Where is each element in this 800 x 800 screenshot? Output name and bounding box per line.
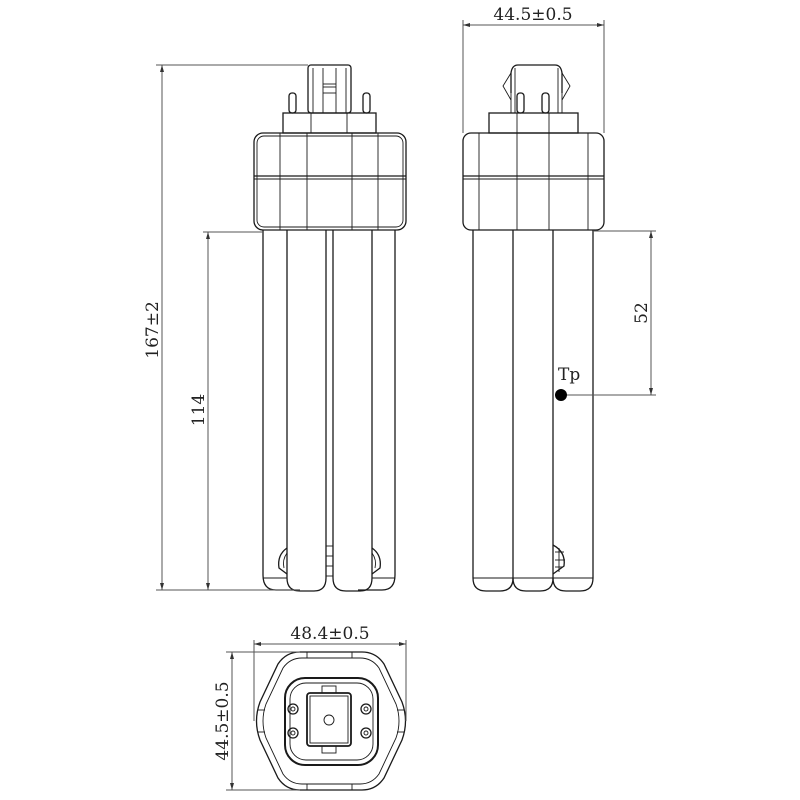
dimension-tube-length: 114 (189, 231, 263, 590)
base-pin-holes (287, 703, 372, 739)
svg-text:44.5±0.5: 44.5±0.5 (213, 681, 233, 760)
svg-text:167±2: 167±2 (143, 301, 163, 359)
svg-text:114: 114 (189, 394, 209, 426)
svg-text:52: 52 (632, 302, 652, 324)
front-base (253, 132, 407, 231)
side-pin-right (541, 92, 550, 114)
side-cap (488, 112, 579, 134)
dimension-base-width: 48.4±0.5 (253, 624, 407, 721)
test-point-label: Tp (558, 365, 580, 385)
base-key-square (306, 692, 352, 747)
front-cap (282, 112, 377, 134)
base-hexagon-outer (255, 651, 407, 791)
base-hexagon-inner (262, 657, 400, 785)
front-plug (307, 64, 352, 114)
dimension-side-width: 44.5±0.5 (462, 5, 605, 133)
side-base (462, 132, 605, 231)
bottom-view (255, 651, 407, 791)
svg-text:44.5±0.5: 44.5±0.5 (493, 5, 572, 25)
side-plug (502, 64, 571, 113)
front-pin-right (362, 92, 371, 114)
side-pin-left (516, 92, 525, 114)
svg-text:48.4±0.5: 48.4±0.5 (290, 624, 369, 644)
base-socket-outer (284, 677, 379, 766)
side-view: Tp (462, 64, 605, 592)
base-center-hole (323, 714, 335, 726)
front-view (253, 64, 407, 592)
dimension-tp-distance: 52 (567, 230, 656, 396)
side-tubes (472, 230, 594, 592)
test-point-marker (555, 389, 567, 401)
front-pin-left (288, 92, 297, 114)
dimension-overall-length: 167±2 (143, 64, 308, 591)
dimension-base-depth: 44.5±0.5 (213, 651, 300, 791)
front-tubes (262, 230, 396, 592)
